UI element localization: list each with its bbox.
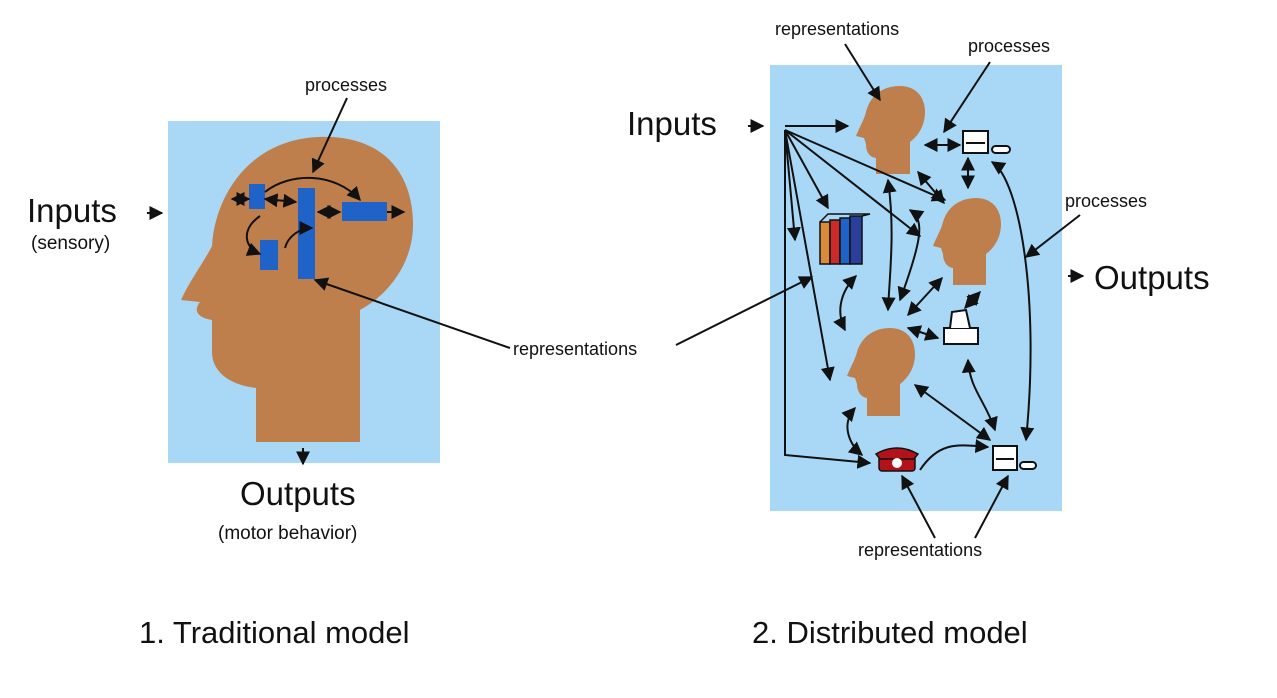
distributed-right-processes-pointer — [1024, 214, 1081, 258]
books-representations-pointer — [675, 276, 814, 346]
books-icon — [819, 213, 871, 265]
distributed-right-processes-label: processes — [1065, 191, 1147, 211]
traditional-processes-label: processes — [305, 75, 387, 95]
bottom-representations-pointer-computer — [974, 474, 1009, 539]
traditional-processes-pointer — [311, 97, 348, 174]
distributed-top-representations-label: representations — [775, 19, 899, 39]
internal-process-arrows — [230, 176, 406, 256]
distributed-inputs-label: Inputs — [627, 105, 717, 142]
telephone-icon — [874, 447, 920, 472]
printer-icon — [943, 308, 979, 345]
representation-block-2 — [298, 188, 315, 279]
computer-icon — [992, 445, 1037, 471]
representation-block-1 — [249, 184, 265, 209]
computer-icon — [962, 130, 1011, 154]
distributed-bottom-representations-label: representations — [858, 540, 982, 560]
head-icon — [856, 86, 925, 174]
distributed-top-representations-pointer — [844, 43, 881, 102]
traditional-outputs-sub: (motor behavior) — [218, 523, 357, 544]
bottom-representations-pointer-phone — [901, 474, 936, 539]
distributed-outputs-label: Outputs — [1094, 259, 1210, 296]
representation-block-4 — [260, 240, 278, 270]
distributed-top-processes-pointer — [943, 61, 991, 134]
head-icon — [847, 328, 915, 416]
distributed-caption: 2. Distributed model — [752, 615, 1028, 650]
traditional-inputs-label: Inputs — [27, 192, 117, 229]
traditional-representations-pointer — [313, 277, 511, 349]
head-icon — [933, 198, 1001, 285]
distributed-network-arrows — [784, 119, 1035, 471]
traditional-caption: 1. Traditional model — [139, 615, 410, 650]
distributed-top-processes-label: processes — [968, 36, 1050, 56]
traditional-outputs-label: Outputs — [240, 475, 356, 512]
traditional-representations-label: representations — [513, 339, 637, 359]
representation-block-3 — [342, 202, 387, 221]
traditional-inputs-sub: (sensory) — [31, 233, 110, 254]
